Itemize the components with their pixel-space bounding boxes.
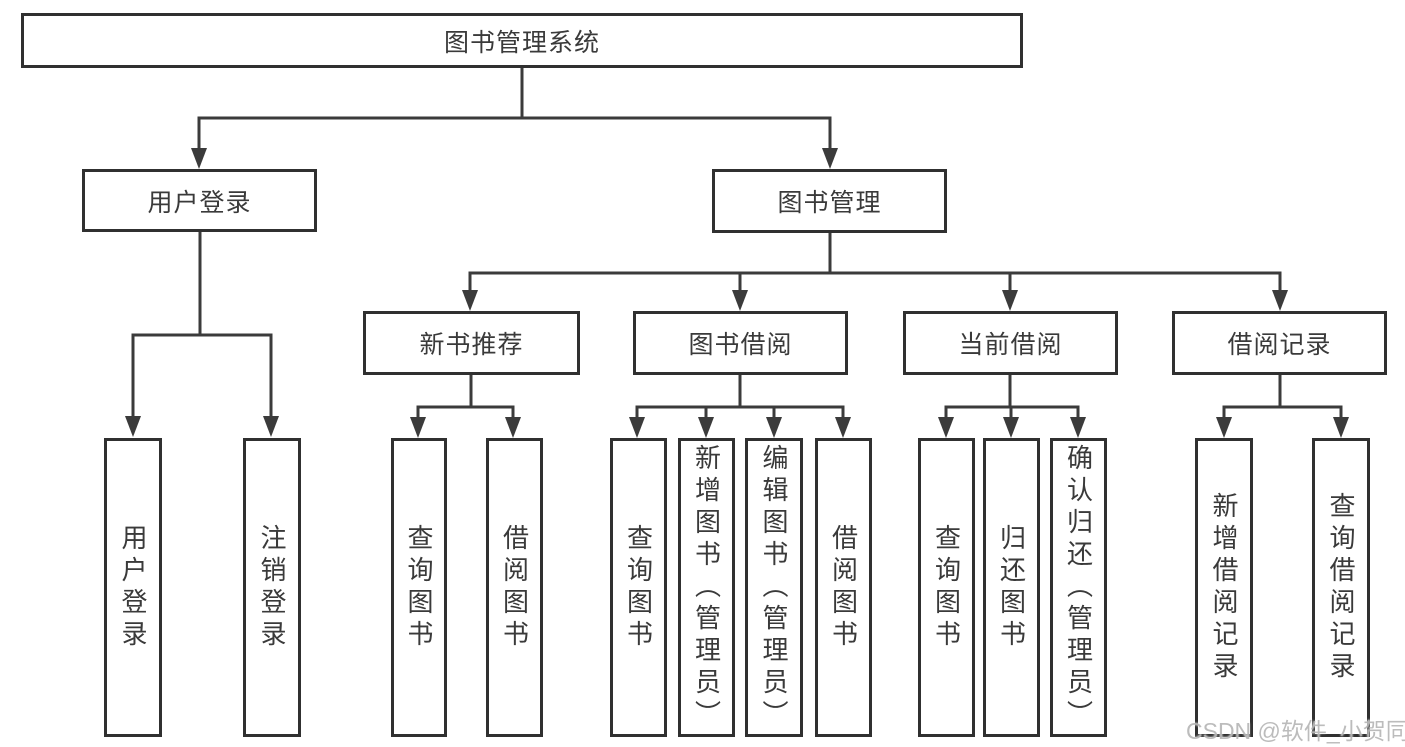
- leaf-confirm-return-admin: 确认归还（管理员）: [1050, 438, 1107, 737]
- node-book-management-label: 图书管理: [777, 189, 882, 217]
- node-current-borrowing: 当前借阅: [903, 311, 1118, 375]
- leaf-edit-books-admin-label: 编辑图书（管理员）: [759, 443, 789, 732]
- leaf-user-login: 用户登录: [104, 438, 162, 737]
- leaf-add-books-admin: 新增图书（管理员）: [678, 438, 735, 737]
- leaf-add-borrow-record: 新增借阅记录: [1195, 438, 1253, 737]
- leaf-borrow-books: 借阅图书: [815, 438, 872, 737]
- leaf-query-books-current: 查询图书: [918, 438, 975, 737]
- node-user-login: 用户登录: [82, 169, 317, 232]
- node-user-login-label: 用户登录: [147, 188, 252, 217]
- leaf-return-books-label: 归还图书: [996, 523, 1027, 652]
- leaf-borrow-books-recommend: 借阅图书: [486, 438, 543, 737]
- node-book-management: 图书管理: [712, 169, 947, 233]
- node-library-system-label: 图书管理系统: [443, 28, 600, 57]
- node-current-borrowing-label: 当前借阅: [958, 331, 1063, 359]
- leaf-logout: 注销登录: [243, 438, 301, 737]
- csdn-watermark: CSDN @软件_小贺同学: [1186, 718, 1405, 744]
- node-book-borrowing: 图书借阅: [633, 311, 848, 375]
- leaf-confirm-return-admin-label: 确认归还（管理员）: [1063, 443, 1094, 732]
- leaf-query-borrow-record-label: 查询借阅记录: [1326, 491, 1356, 684]
- node-book-borrowing-label: 图书借阅: [688, 331, 793, 359]
- leaf-add-borrow-record-label: 新增借阅记录: [1209, 491, 1239, 684]
- leaf-edit-books-admin: 编辑图书（管理员）: [745, 438, 803, 737]
- leaf-logout-label: 注销登录: [257, 523, 287, 652]
- leaf-user-login-label: 用户登录: [118, 523, 148, 652]
- leaf-borrow-books-label: 借阅图书: [828, 523, 859, 652]
- leaf-add-books-admin-label: 新增图书（管理员）: [691, 443, 722, 732]
- leaf-query-books-borrowing-label: 查询图书: [623, 523, 654, 652]
- leaf-query-books-recommend-label: 查询图书: [404, 523, 434, 652]
- leaf-query-books-borrowing: 查询图书: [610, 438, 667, 737]
- node-new-book-recommendation: 新书推荐: [363, 311, 580, 375]
- leaf-query-books-current-label: 查询图书: [931, 523, 962, 652]
- node-borrowing-records: 借阅记录: [1172, 311, 1387, 375]
- leaf-borrow-books-recommend-label: 借阅图书: [499, 523, 530, 652]
- node-library-system: 图书管理系统: [21, 13, 1023, 68]
- node-new-book-recommendation-label: 新书推荐: [419, 331, 524, 359]
- leaf-query-books-recommend: 查询图书: [391, 438, 447, 737]
- leaf-return-books: 归还图书: [983, 438, 1040, 737]
- leaf-query-borrow-record: 查询借阅记录: [1312, 438, 1370, 737]
- node-borrowing-records-label: 借阅记录: [1227, 331, 1332, 359]
